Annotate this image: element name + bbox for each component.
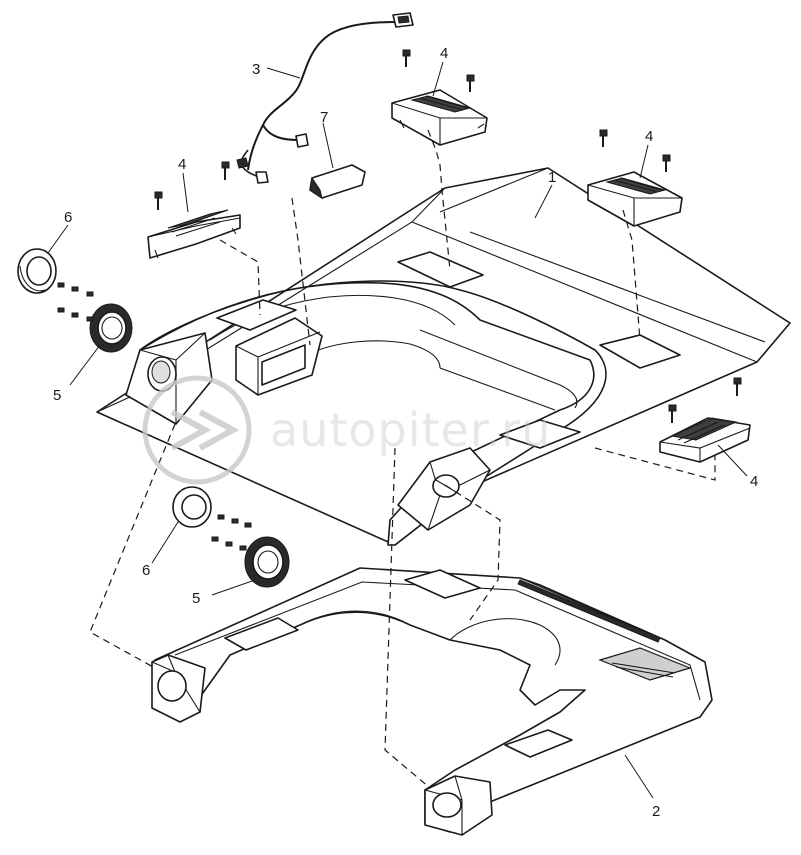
console-frame (151, 567, 713, 836)
headliner-panel (96, 167, 791, 546)
callout-5-upper: 5 (53, 387, 61, 404)
trim-ring-lower (172, 486, 212, 528)
dome-lamp (309, 164, 366, 200)
vent-grille-left (147, 209, 241, 259)
screw (733, 377, 742, 396)
screw (466, 74, 475, 92)
callout-2: 2 (652, 803, 660, 820)
callout-4-top-right: 4 (645, 128, 653, 145)
wiring-harness (236, 12, 414, 184)
callouts: 1 2 3 4 4 4 4 5 5 6 6 7 (53, 45, 758, 820)
callout-4-right: 4 (750, 473, 758, 490)
screw (668, 404, 677, 423)
screw (154, 191, 163, 210)
screws (154, 49, 742, 423)
assembly-lines (89, 129, 716, 789)
leader-lines (47, 61, 748, 799)
callout-1: 1 (548, 169, 556, 186)
watermark-text: autopiter.ru (270, 403, 551, 457)
callout-4-top: 4 (440, 45, 448, 62)
vent-grille-right (659, 417, 751, 463)
socket-lower (244, 536, 290, 588)
ring-dots (57, 282, 252, 551)
screw (599, 129, 608, 147)
socket-upper (89, 303, 133, 353)
callout-6-lower: 6 (142, 562, 150, 579)
vent-grille-top-right (587, 171, 683, 227)
callout-6-upper: 6 (64, 209, 72, 226)
callout-3: 3 (252, 61, 260, 78)
callout-7: 7 (320, 109, 328, 126)
trim-ring-upper (17, 248, 57, 294)
watermark-logo (142, 375, 252, 485)
screw (662, 154, 671, 172)
callout-4-left: 4 (178, 156, 186, 173)
vent-grille-top-center (391, 89, 488, 146)
screw (402, 49, 411, 67)
callout-5-lower: 5 (192, 590, 200, 607)
watermark-logo-arrow (170, 409, 240, 451)
screw (221, 161, 230, 180)
watermark: autopiter.ru (142, 375, 551, 485)
